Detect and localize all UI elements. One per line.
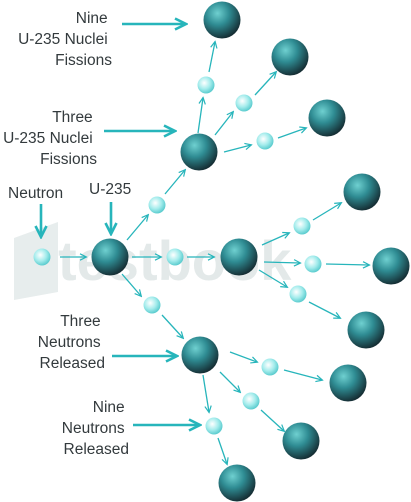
label-nine-fissions-line-1: Nine [76, 10, 108, 27]
arrow-low-nucleus-to-neutron-3 [202, 374, 209, 412]
arrow-neutron-to-final-nucleus-1 [208, 42, 215, 73]
arrow-neutron-to-final-nucleus-8 [260, 409, 284, 431]
neutron-gen2-7 [261, 358, 279, 376]
arrow-neutron-to-final-nucleus-7 [283, 369, 322, 380]
nucleus-gen1-middle [220, 238, 258, 276]
arrow-u235-to-neutron-lower [121, 273, 141, 296]
neutron-gen2-1 [197, 76, 215, 94]
label-nine-neutrons-line-1: Nine [93, 399, 125, 416]
pointer-arrows [41, 24, 199, 425]
label-three-fissions-line-2: U-235 Nuclei [3, 130, 93, 147]
arrow-low-nucleus-to-neutron-1 [229, 351, 257, 362]
nucleus-gen2-4 [343, 173, 381, 211]
label-nine-neutrons: Nine Neutrons Released [62, 399, 129, 458]
arrow-top-nucleus-to-neutron-3 [223, 145, 251, 153]
neutron-gen1-upper [148, 196, 166, 214]
neutron-gen2-6 [289, 285, 307, 303]
reaction-arrows [60, 42, 369, 464]
neutron-incoming [33, 248, 51, 266]
label-neutron: Neutron [8, 185, 63, 202]
label-three-neutrons-line-2: Neutrons [38, 334, 101, 351]
nucleus-initial-u235 [91, 238, 129, 276]
label-nine-fissions-line-3: Fissions [55, 52, 112, 69]
arrow-top-nucleus-to-neutron-1 [197, 98, 203, 134]
nucleus-gen2-1 [203, 1, 241, 39]
labels: Nine U-235 Nuclei Fissions Three U-235 N… [3, 10, 131, 458]
arrow-low-nucleus-to-neutron-2 [219, 371, 240, 392]
nucleus-gen2-6 [347, 311, 385, 349]
arrow-neutron-to-final-nucleus-9 [217, 437, 227, 464]
label-nine-neutrons-line-3: Released [64, 441, 130, 458]
label-nine-neutrons-line-2: Neutrons [62, 420, 125, 437]
neutron-gen2-9 [205, 417, 223, 435]
neutron-gen2-4 [293, 217, 311, 235]
label-three-neutrons-line-1: Three [60, 313, 101, 330]
neutrons [33, 76, 322, 435]
arrow-mid-nucleus-to-neutron-2 [263, 262, 300, 263]
neutron-gen2-3 [256, 132, 274, 150]
nucleus-gen2-3 [308, 99, 346, 137]
nucleus-gen2-7 [329, 364, 367, 402]
arrow-neutron-to-nucleus-lower [161, 314, 183, 338]
arrow-neutron-to-final-nucleus-6 [308, 301, 340, 318]
neutron-gen1-middle [166, 248, 184, 266]
label-three-fissions-line-1: Three [52, 109, 93, 126]
arrow-neutron-to-final-nucleus-5 [325, 264, 369, 265]
neutron-gen2-5 [304, 255, 322, 273]
label-nine-fissions-line-2: U-235 Nuclei [18, 31, 108, 48]
neutron-gen2-8 [242, 392, 260, 410]
label-u235: U-235 [89, 181, 131, 198]
arrow-top-nucleus-to-neutron-2 [214, 112, 233, 136]
label-nine-fissions: Nine U-235 Nuclei Fissions [18, 10, 112, 69]
label-three-neutrons: Three Neutrons Released [38, 313, 105, 372]
neutron-gen2-2 [235, 94, 253, 112]
label-three-fissions: Three U-235 Nuclei Fissions [3, 109, 97, 168]
nucleus-gen2-5 [372, 247, 410, 285]
arrow-mid-nucleus-to-neutron-1 [261, 233, 289, 246]
nucleus-gen2-9 [218, 464, 256, 502]
arrow-mid-nucleus-to-neutron-3 [258, 269, 287, 287]
nucleus-gen1-lower [181, 336, 219, 374]
nuclei [91, 1, 410, 502]
arrow-neutron-to-nucleus-upper [164, 170, 185, 195]
nucleus-gen2-8 [282, 422, 320, 460]
label-three-neutrons-line-3: Released [40, 355, 106, 372]
nucleus-gen1-upper [180, 133, 218, 171]
neutron-gen1-lower [143, 296, 161, 314]
arrow-neutron-to-final-nucleus-2 [254, 72, 276, 96]
arrow-neutron-to-final-nucleus-3 [277, 128, 306, 139]
arrow-u235-to-neutron-upper [126, 215, 148, 241]
label-three-fissions-line-3: Fissions [40, 151, 97, 168]
nucleus-gen2-2 [271, 38, 309, 76]
arrow-neutron-to-final-nucleus-4 [312, 203, 341, 221]
